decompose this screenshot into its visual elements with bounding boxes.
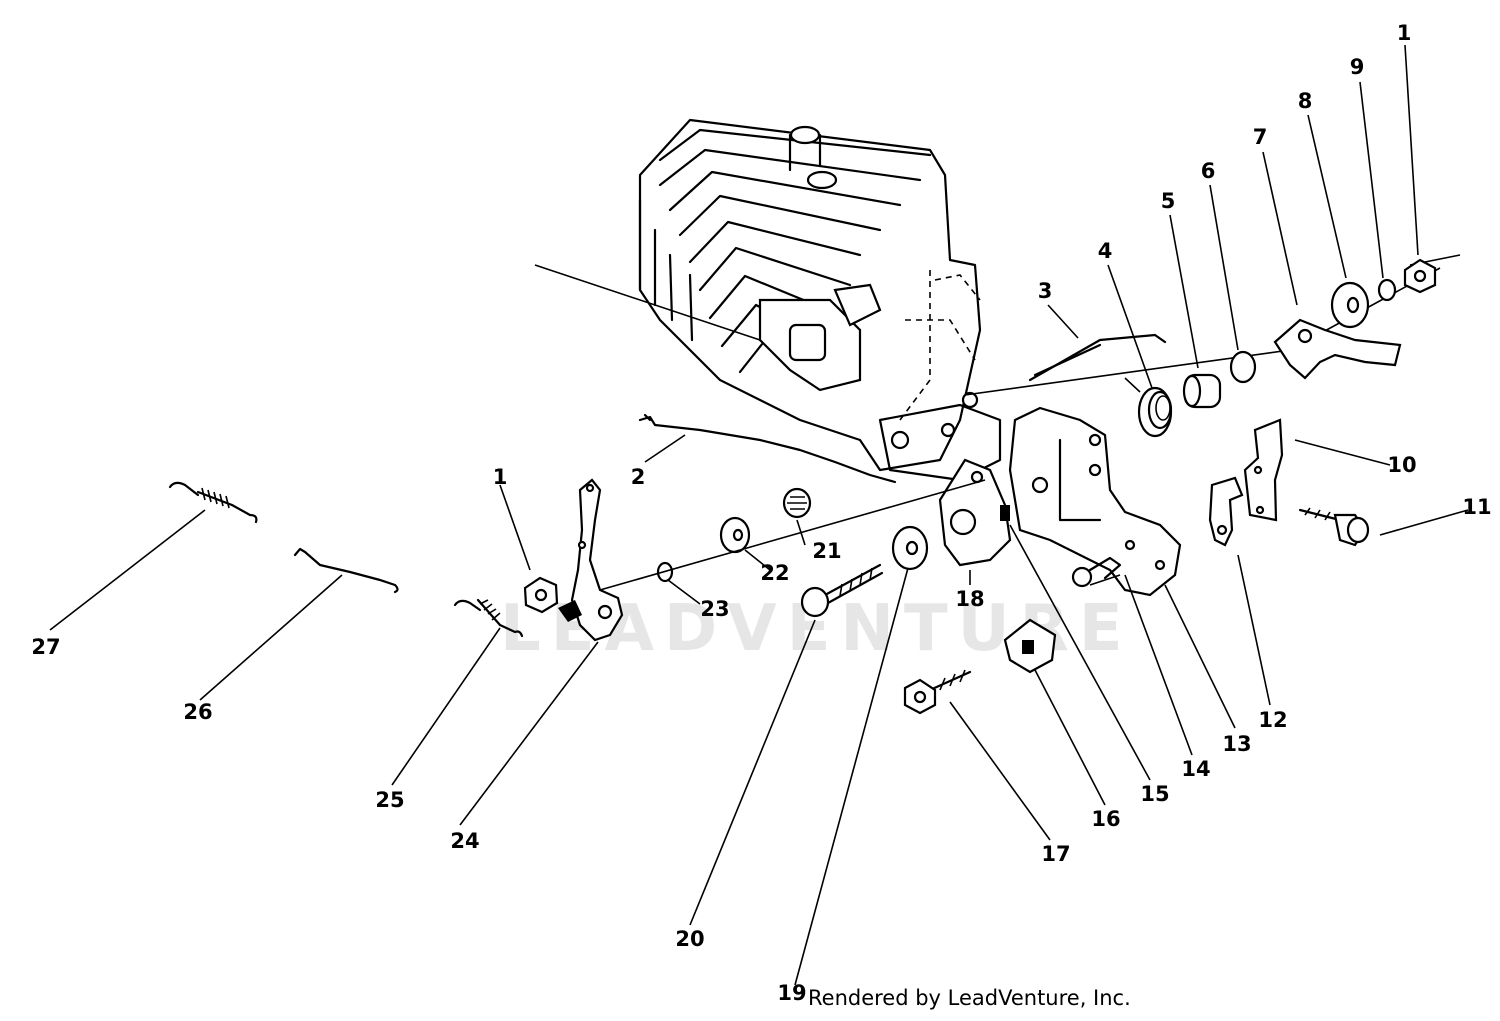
callout-11: 11 [1462,495,1491,519]
part-11-screw [1298,507,1370,547]
part-6-washer [1229,350,1257,384]
part-18-governor-arm [938,458,1012,567]
callout-18: 18 [955,587,984,611]
part-3-rod [1028,333,1167,382]
part-21-collar [782,487,812,519]
callout-8: 8 [1298,89,1313,113]
callout-1-left: 1 [493,465,508,489]
part-25-spring [453,598,524,638]
callout-labels: 1 2 3 4 5 6 7 8 9 10 11 12 13 14 15 16 1… [31,21,1491,1005]
callout-9: 9 [1350,55,1365,79]
engine-block [638,118,1002,482]
callout-5: 5 [1161,189,1176,213]
callout-1-top: 1 [1397,21,1412,45]
part-10-bracket [1243,418,1284,522]
callout-20: 20 [675,927,704,951]
callout-24: 24 [450,829,479,853]
part-17-bolt [903,669,972,715]
part-27-spring [168,481,258,524]
callout-27: 27 [31,635,60,659]
callout-4: 4 [1098,239,1113,263]
callout-22: 22 [760,561,789,585]
part-16-clamp [1003,618,1057,674]
callout-21: 21 [812,539,841,563]
leader-lines [49,44,1469,986]
callout-26: 26 [183,700,212,724]
part-14-15-hardware [1071,556,1122,588]
part-2-link [638,413,897,484]
part-7-lever [1273,318,1402,380]
part-26-link [293,547,399,594]
part-19-washer [891,525,929,571]
callout-7: 7 [1253,125,1268,149]
callout-23: 23 [700,597,729,621]
callout-12: 12 [1258,708,1287,732]
part-20-bolt [800,563,884,618]
footer-credit: Rendered by LeadVenture, Inc. [808,986,1131,1010]
callout-25: 25 [375,788,404,812]
part-4-spring [1124,377,1173,438]
callout-2: 2 [631,465,646,489]
callout-6: 6 [1201,159,1216,183]
callout-19: 19 [777,981,806,1005]
part-9-ring [1377,278,1397,302]
callout-14: 14 [1181,757,1210,781]
part-22-washer [719,516,751,554]
part-1-nut-top [1403,258,1437,294]
part-8-washer [1330,281,1370,329]
callout-13: 13 [1222,732,1251,756]
part-12-clip [1208,476,1244,547]
callout-10: 10 [1387,453,1416,477]
part-5-bushing [1182,373,1222,409]
callout-16: 16 [1091,807,1120,831]
callout-3: 3 [1038,279,1053,303]
control-bracket [1008,406,1182,597]
callout-15: 15 [1140,782,1169,806]
part-1-nut-left [523,576,582,622]
callout-17: 17 [1041,842,1070,866]
part-24-lever [570,478,624,642]
